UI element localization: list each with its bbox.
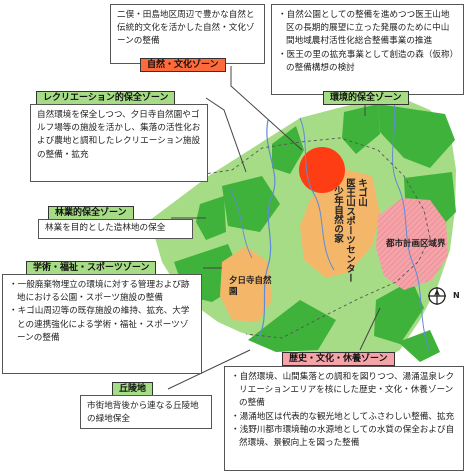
forest-bottom-center [248,300,336,352]
academic-bullet-2: ・キゴ山周辺等の既存施設の維持、拡充、大学との連携強化による学術・福祉・スポーツ… [9,306,190,343]
river-branch-2 [392,99,431,353]
academic-label: 学術・福祉・スポーツゾーン [26,261,157,275]
history-box: ・自然環境、山間集落との調和を図りつつ、湯涌温泉レクリエーションエリアを核にした… [224,366,464,471]
forestry-box: 林業を目的とした造林地の保全 [38,219,193,239]
forest-top-left [272,126,304,174]
nature-culture-box: 二俣・田島地区周辺で豊かな自然と伝統的文化を活かした自然・文化ゾーンの整備 [110,4,265,64]
forestry-label: 林業的保全ゾーン [48,206,134,220]
environmental-conservation-label: 環境的保全ゾーン [323,91,409,105]
yuhiji-area [220,246,272,322]
recreation-box: 自然環境を保全しつつ、夕日寺自然園やゴルフ場等の施設を活かし、集落の活性化および… [30,104,208,182]
environmental-bullet-1: ・自然公園としての整備を進めつつ医王山地区の長期的展望に立った発展のために中山間… [278,10,450,47]
map-label-city-boundary: 都市計画区域界 [386,239,446,249]
river-branch-3 [229,189,253,259]
hills-label: 丘陵地 [112,382,154,396]
kigo-area [300,168,380,278]
forest-center-left [222,176,280,232]
hills-box: 市街地背後から連なる丘陵地の緑地保全 [80,395,212,429]
academic-bullet-1: ・一般廃棄物埋立の環境に対する管理および跡地における公園・スポーツ施設の整備 [9,280,190,304]
environmental-conservation-box: ・自然公園としての整備を進めつつ医王山地区の長期的展望に立った発展のために中山間… [271,4,464,95]
nature-culture-description: 二俣・田島地区周辺で豊かな自然と伝統的文化を活かした自然・文化ゾーンの整備 [117,10,255,47]
recreation-description: 自然環境を保全しつつ、夕日寺自然園やゴルフ場等の施設を活かし、集落の活性化および… [37,110,201,160]
forest-top-right [378,104,455,168]
history-bullet-3: ・浅野川都市環境軸の水源地としての水質の保全および自然環境、景観向上を図った整備 [231,424,455,449]
city-boundary-line [189,137,431,339]
academic-box: ・一般廃棄物埋立の環境に対する管理および跡地における公園・スポーツ施設の整備 ・… [2,274,202,374]
north-label: N [453,291,460,300]
forest-right-lower [374,280,424,344]
map-label-kigo-3: 少年自然の家 [332,186,343,243]
river-main [257,119,276,341]
history-bullet-2: ・湯涌地区は代表的な観光地としてふさわしい整備、拡充 [231,411,455,422]
nature-culture-circle [299,147,345,193]
map-label-kigo-2: 医王山スポーツセンター [344,178,355,283]
north-arrow-icon [428,287,446,305]
history-label: 歴史・文化・休養ゾーン [282,352,395,366]
map-label-kigo-1: キゴ山 [356,178,367,207]
map-label-yuhiji: 夕日寺自然園 [229,276,272,297]
nature-culture-label: 自然・文化ゾーン [140,58,226,72]
environmental-bullet-2: ・医王の里の拡充事業として創造の森（仮称）の整備構想の検討 [278,49,454,73]
recreation-label: レクリエーション的保全ゾーン [36,91,176,105]
forestry-description: 林業を目的とした造林地の保全 [45,223,166,233]
forest-bottom-right [398,330,440,362]
hills-description: 市街地背後から連なる丘陵地の緑地保全 [87,401,199,425]
history-bullet-1: ・自然環境、山間集落との調和を図りつつ、湯涌温泉レクリエーションエリアを核にした… [231,372,455,409]
forest-left [196,196,226,240]
river-branch-1 [299,117,335,271]
